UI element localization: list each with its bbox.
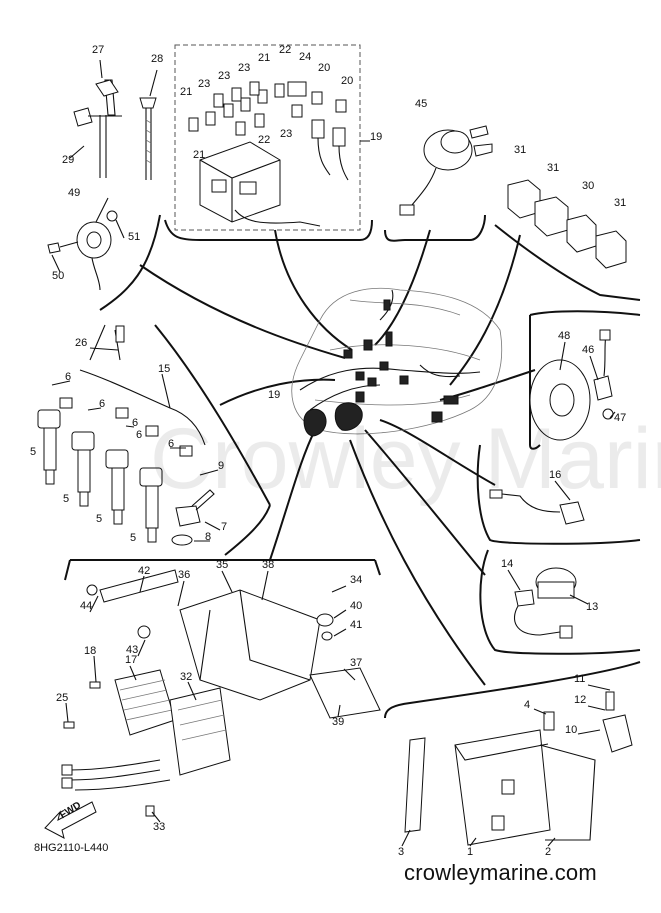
callout-47a: 47 [614,412,627,424]
callout-29a: 29 [62,154,75,166]
callout-28a: 28 [151,53,164,65]
callout-33a: 33 [153,821,166,833]
callout-46a: 46 [582,344,595,356]
website-link[interactable]: crowleymarine.com [404,860,597,885]
callout-2a: 2 [545,846,552,858]
callout-23c: 23 [198,78,211,90]
callout-35a: 35 [216,559,229,571]
callout-5d: 5 [130,532,137,544]
callout-32a: 32 [180,671,193,683]
callout-6c: 6 [132,417,139,429]
callout-48a: 48 [558,330,571,342]
callout-lines [139,229,536,686]
callout-34a: 34 [350,574,363,586]
ignition-switch [399,125,493,216]
callout-14a: 14 [501,558,514,570]
callout-21c: 21 [193,149,206,161]
sensor-13 [513,567,577,639]
callout-23d: 23 [280,128,293,140]
callout-24a: 24 [299,51,312,63]
callout-20b: 20 [341,75,354,87]
pickup-coil [47,210,118,291]
callout-45a: 45 [415,98,428,110]
callout-44a: 44 [80,600,93,612]
callout-8a: 8 [205,531,212,543]
callout-21a: 21 [258,52,271,64]
callout-23b: 23 [218,70,231,82]
callout-22b: 22 [258,134,271,146]
main-harness [291,287,503,437]
callout-26a: 26 [75,337,88,349]
callout-16a: 16 [549,469,562,481]
fuse-parts [188,81,349,227]
callout-50a: 50 [52,270,65,282]
callout-27a: 27 [92,44,105,56]
callout-49a: 49 [68,187,81,199]
callout-31c: 31 [614,197,627,209]
callout-12a: 12 [574,694,587,706]
callout-13a: 13 [586,601,599,613]
callout-10a: 10 [565,724,578,736]
ecu-assembly [61,569,381,817]
callout-41a: 41 [350,619,363,631]
callout-7a: 7 [221,521,228,533]
callout-19a: 19 [370,131,383,143]
callout-31b: 31 [547,162,560,174]
callout-6b: 6 [99,398,106,410]
callout-18a: 18 [84,645,97,657]
callout-23a: 23 [238,62,251,74]
callout-51a: 51 [128,231,141,243]
callout-11a: 11 [574,673,586,685]
callout-40a: 40 [350,600,363,612]
callout-38a: 38 [262,559,275,571]
clamp-parts [73,79,157,180]
diagram-code: 8HG2110-L440 [34,842,109,854]
callout-5c: 5 [96,513,103,525]
callout-15a: 15 [158,363,171,375]
callout-17a: 17 [125,654,138,666]
callout-31a: 31 [514,144,527,156]
relays [507,179,627,269]
callout-6a: 6 [65,371,72,383]
callout-20a: 20 [318,62,331,74]
callout-6d: 6 [136,429,143,441]
fwd-arrow [44,801,97,839]
callout-9a: 9 [218,460,225,472]
sensor-16 [489,489,585,525]
ignition-coils [37,324,215,546]
callout-39a: 39 [332,716,345,728]
ecu-bracket [404,691,633,846]
callout-36a: 36 [178,569,191,581]
callout-6e: 6 [168,438,175,450]
leader-ticks [51,59,616,847]
fuse-box-frame [174,44,361,231]
callout-5b: 5 [63,493,70,505]
callout-22a: 22 [279,44,292,56]
callout-25a: 25 [56,692,69,704]
section-arcs [64,214,641,719]
callout-37a: 37 [350,657,363,669]
callout-42a: 42 [138,565,151,577]
callout-43a: 43 [126,644,139,656]
callout-21b: 21 [180,86,193,98]
callout-30a: 30 [582,180,595,192]
callout-5a: 5 [30,446,37,458]
rotor-sensor [529,329,614,441]
callout-3a: 3 [398,846,405,858]
callout-1a: 1 [467,846,474,858]
callout-19b: 19 [268,389,281,401]
callout-4a: 4 [524,699,531,711]
